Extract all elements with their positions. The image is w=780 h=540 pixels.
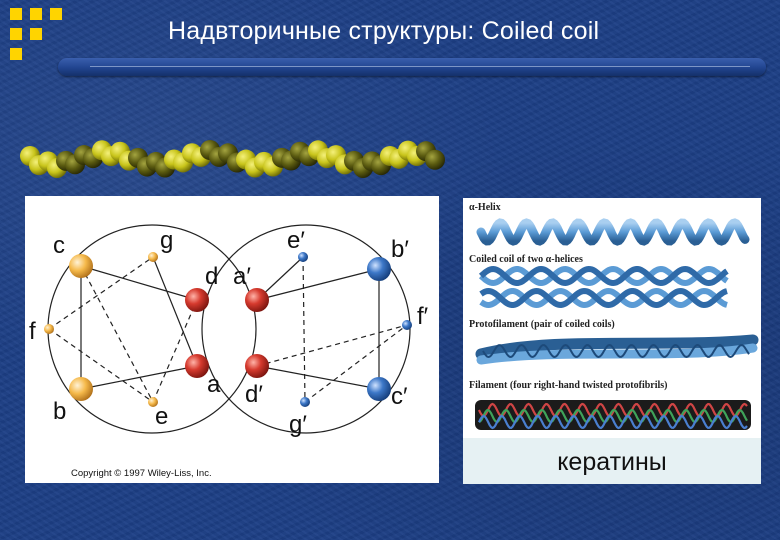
keratin-label: кератины (557, 448, 667, 476)
label-e: e (155, 403, 168, 430)
residue-a-prime (245, 288, 269, 312)
label-f: f (29, 318, 36, 345)
residue-b-prime (367, 257, 391, 281)
label-e-prime: e′ (287, 227, 305, 254)
title-underline-bar (58, 58, 766, 76)
coiled-coil-helix-4 (479, 287, 728, 309)
helical-wheel-panel: c g d f a b e e′ b′ a′ f′ d′ c′ g′ Copyr… (25, 196, 439, 483)
residue-d-prime (245, 354, 269, 378)
coiled-coil-helix-2 (478, 265, 729, 287)
label-a: a (207, 371, 221, 398)
helical-wheel-diagram: c g d f a b e e′ b′ a′ f′ d′ c′ g′ (29, 224, 429, 438)
filament (475, 400, 751, 430)
label-a-prime: a′ (233, 263, 251, 290)
logo-grid (10, 8, 76, 68)
keratin-label-box: кератины (463, 438, 761, 484)
residue-c-prime (367, 377, 391, 401)
copyright-text: Copyright © 1997 Wiley-Liss, Inc. (71, 468, 212, 479)
alpha-helix-ribbon (476, 218, 750, 246)
residue-f-prime (402, 320, 412, 330)
label-c: c (53, 232, 65, 259)
label-f-prime: f′ (417, 303, 429, 330)
residue-e-prime (298, 252, 308, 262)
label-b-prime: b′ (391, 236, 409, 263)
residue-g-prime (300, 397, 310, 407)
label-g-prime: g′ (289, 411, 307, 438)
label-c-prime: c′ (391, 383, 408, 410)
caption-filament: Filament (four right-hand twisted protof… (469, 380, 668, 391)
residue-g (148, 252, 158, 262)
slide-title: Надвторичные структуры: Coiled coil (168, 17, 600, 45)
label-d: d (205, 263, 218, 290)
residue-a (185, 354, 209, 378)
fiber-illustration (475, 218, 759, 430)
title-underline-line (90, 66, 750, 67)
caption-protofilament: Protofilament (pair of coiled coils) (469, 319, 615, 330)
residue-f (44, 324, 54, 334)
label-d-prime: d′ (245, 381, 263, 408)
residue-e (148, 397, 158, 407)
caption-alpha-helix: α-Helix (469, 202, 501, 213)
bead (425, 149, 445, 170)
coiled-coil-helix-3 (479, 287, 728, 309)
coiled-coil-helix-1 (478, 265, 729, 287)
residue-d (185, 288, 209, 312)
keratin-fiber-panel: α-Helix Coiled coil of two α-helices Pro… (463, 198, 761, 484)
protofilament (475, 334, 759, 365)
residue-c (69, 254, 93, 278)
coiled-coil-bead-model (20, 140, 445, 178)
label-g: g (160, 227, 173, 254)
caption-coiled-coil: Coiled coil of two α-helices (469, 254, 583, 265)
label-b: b (53, 398, 66, 425)
residue-b (69, 377, 93, 401)
